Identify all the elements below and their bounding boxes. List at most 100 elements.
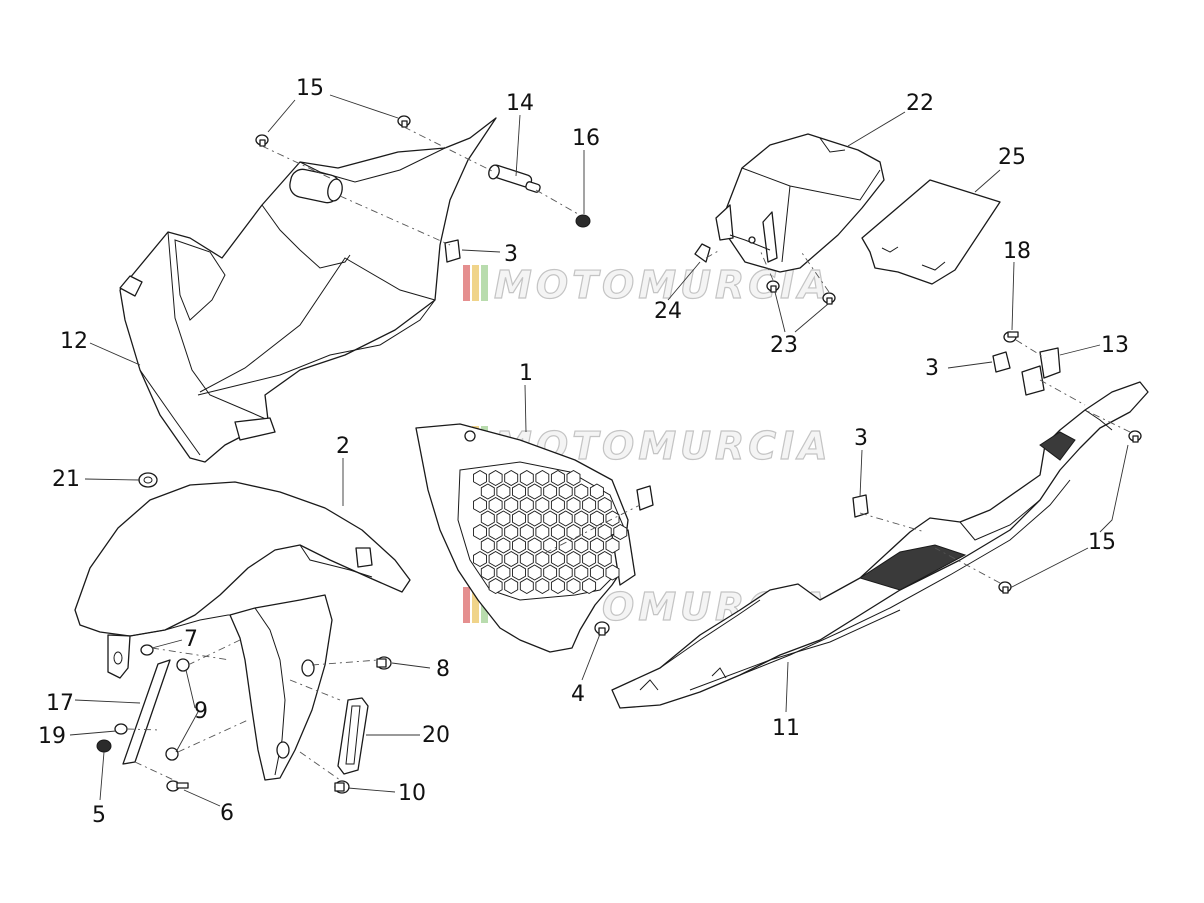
part-21-clamp	[138, 472, 158, 488]
mesh-cell	[558, 510, 573, 527]
part-4-screw	[594, 621, 610, 636]
part-11-lower-fairing	[611, 381, 1149, 709]
callout-19: 19	[38, 724, 66, 749]
callout-24: 24	[654, 299, 682, 324]
mesh-cell	[527, 564, 542, 581]
mesh-cell	[496, 537, 511, 554]
mesh-cell	[566, 469, 581, 487]
mesh-cell	[566, 496, 581, 514]
mesh-cell	[519, 577, 534, 595]
part-14-pin	[488, 164, 541, 193]
part-3-clip-grille	[544, 485, 654, 554]
part-24-clip	[694, 243, 721, 263]
mesh-cell	[504, 523, 519, 541]
mesh-cell	[519, 523, 534, 541]
mesh-cell	[480, 510, 495, 527]
part-18-13-3-hardware	[992, 331, 1086, 406]
callout-2: 2	[336, 434, 350, 459]
mesh-cell	[605, 537, 620, 554]
mesh-cell	[496, 510, 511, 527]
mesh-cell	[473, 523, 487, 541]
honeycomb-mesh	[473, 469, 628, 595]
mesh-cell	[535, 469, 550, 487]
mesh-cell	[543, 483, 558, 500]
callout-18: 18	[1003, 239, 1031, 264]
part-8-10-bolts	[334, 656, 392, 794]
assembly-lines-top	[261, 126, 579, 246]
mesh-cell	[558, 564, 573, 581]
mesh-cell	[512, 483, 526, 500]
part-3-clip-lower	[852, 494, 926, 533]
leader-lines	[69, 94, 1129, 807]
mesh-cell	[574, 537, 589, 554]
part-17-bracket	[122, 644, 190, 765]
mesh-cell	[566, 523, 581, 541]
callout-11: 11	[772, 716, 800, 741]
part-15-screws-top	[255, 115, 411, 147]
callout-1: 1	[519, 361, 533, 386]
mesh-cell	[504, 577, 519, 595]
mesh-cell	[527, 537, 542, 554]
watermark-text-middle: MOTOMURCIA	[494, 424, 832, 468]
callout-9: 9	[194, 699, 208, 724]
mesh-cell	[473, 550, 487, 568]
watermark-middle: MOTOMURCIA	[463, 423, 832, 469]
mesh-cell	[527, 510, 542, 527]
mesh-cell	[597, 523, 612, 541]
mesh-cell	[480, 537, 495, 554]
mesh-cell	[597, 496, 612, 514]
callout-3: 3	[925, 356, 939, 381]
mesh-cell	[550, 577, 565, 595]
mesh-cell	[504, 469, 519, 487]
mesh-cell	[512, 537, 526, 554]
part-12-inner-shield	[119, 117, 497, 463]
mesh-cell	[566, 550, 581, 568]
mesh-cell	[605, 564, 620, 581]
callout-labels: 15 14 16 22 25 3 24 23 18 13 3 12 1 2 3 …	[38, 76, 1129, 828]
mesh-cell	[535, 496, 550, 514]
callout-6: 6	[220, 801, 234, 826]
assembly-lines-lower-left	[151, 639, 379, 781]
mesh-cell	[550, 523, 565, 541]
mesh-cell	[589, 483, 604, 500]
mesh-cell	[550, 550, 565, 568]
mesh-cell	[519, 550, 534, 568]
callout-20: 20	[422, 723, 450, 748]
callout-25: 25	[998, 145, 1026, 170]
mesh-cell	[558, 483, 573, 500]
mesh-cell	[488, 550, 503, 568]
part-16-nut	[575, 214, 591, 228]
mesh-cell	[512, 510, 526, 527]
part-22-storage-box	[715, 133, 885, 273]
part-2-front-mudguard	[74, 481, 411, 781]
mesh-cell	[535, 523, 550, 541]
mesh-cell	[550, 496, 565, 514]
callout-23: 23	[770, 333, 798, 358]
mesh-cell	[480, 483, 495, 500]
callout-22: 22	[906, 91, 934, 116]
mesh-cell	[582, 523, 597, 541]
mesh-cell	[519, 469, 534, 487]
mesh-cell	[543, 537, 558, 554]
mesh-cell	[566, 577, 581, 595]
mesh-cell	[543, 510, 558, 527]
callout-15: 15	[1088, 530, 1116, 555]
callout-12: 12	[60, 329, 88, 354]
callout-14: 14	[506, 91, 534, 116]
callout-8: 8	[436, 657, 450, 682]
callout-10: 10	[398, 781, 426, 806]
mesh-cell	[574, 483, 589, 500]
mesh-cell	[582, 577, 597, 595]
mesh-cell	[535, 577, 550, 595]
mesh-cell	[473, 496, 487, 514]
mesh-cell	[496, 564, 511, 581]
mesh-cell	[597, 550, 612, 568]
part-25-mat	[861, 179, 1001, 285]
mesh-cell	[473, 469, 487, 487]
mesh-cell	[582, 496, 597, 514]
callout-15: 15	[296, 76, 324, 101]
part-20-reflector	[337, 697, 369, 775]
mesh-cell	[504, 496, 519, 514]
mesh-cell	[488, 469, 503, 487]
